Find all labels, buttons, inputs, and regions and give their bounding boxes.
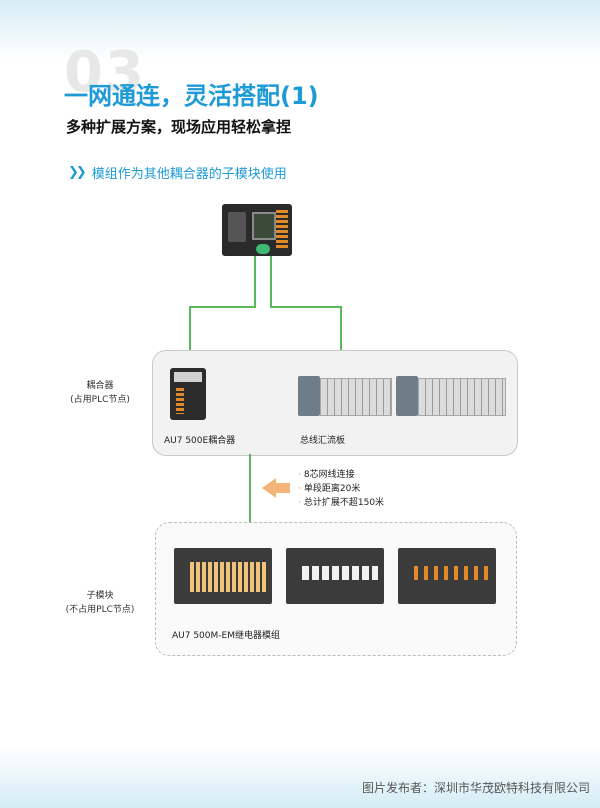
wire	[270, 256, 272, 308]
coupler-caption: AU7 500E耦合器	[164, 436, 236, 446]
note-item: ·单段距离20米	[298, 484, 361, 494]
relay-module-2	[286, 548, 384, 604]
wire	[189, 306, 256, 308]
coupler-side-label: 耦合器 (占用PLC节点)	[70, 381, 130, 405]
arrow-shaft	[276, 483, 290, 493]
double-chevron-icon: ❯❯	[68, 165, 87, 180]
wire	[189, 306, 191, 366]
note-item: ·总计扩展不超150米	[298, 498, 385, 508]
plc-connector	[256, 244, 270, 254]
plc-screen	[252, 212, 276, 240]
wire	[254, 256, 256, 308]
section-heading-text: 模组作为其他耦合器的子模块使用	[91, 167, 287, 182]
wire	[270, 306, 342, 308]
page-title: 一网通连，灵活搭配(1)	[64, 82, 319, 110]
submodule-side-label: 子模块 (不占用PLC节点)	[65, 591, 135, 615]
section-number-watermark: 03	[64, 40, 146, 105]
busboard-caption: 总线汇流板	[300, 436, 346, 446]
wire	[249, 454, 251, 522]
plc-controller	[222, 204, 292, 256]
plc-terminals	[276, 210, 288, 250]
ethernet-ports	[228, 212, 246, 242]
relay-module-1	[174, 548, 272, 604]
page-subtitle: 多种扩展方案，现场应用轻松拿捏	[66, 118, 292, 136]
busboard-device-1	[298, 376, 392, 416]
relay-module-3	[398, 548, 496, 604]
busboard-device-2	[396, 376, 506, 416]
note-item: ·8芯网线连接	[298, 470, 355, 480]
submodule-caption: AU7 500M-EM继电器模组	[172, 631, 280, 641]
publisher-credit: 图片发布者：深圳市华茂欧特科技有限公司	[361, 781, 590, 795]
left-arrow-icon	[262, 478, 276, 498]
section-heading: ❯❯ 模组作为其他耦合器的子模块使用	[68, 163, 287, 182]
coupler-device	[170, 368, 206, 420]
connection-notes: ·8芯网线连接 ·单段距离20米 ·总计扩展不超150米	[298, 468, 384, 510]
wire	[340, 306, 342, 376]
